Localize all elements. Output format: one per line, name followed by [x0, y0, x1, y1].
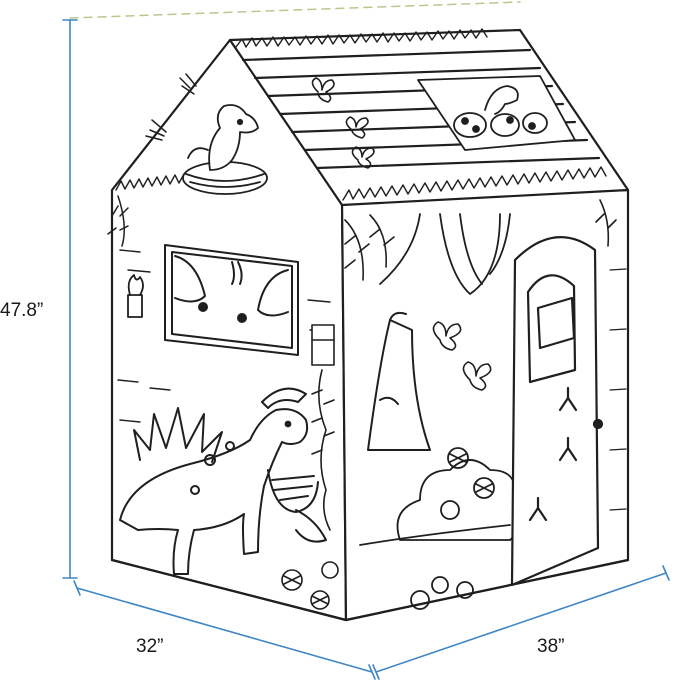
hanging-vine [311, 324, 335, 531]
side-door [510, 236, 604, 587]
width-dimension-line [73, 580, 376, 680]
side-hanging-vines [379, 213, 511, 295]
height-dimension-label: 47.8” [0, 300, 44, 321]
side-wall-planks [609, 268, 627, 511]
stegosaurus-with-hat [119, 387, 327, 575]
wall-torch [127, 274, 144, 318]
nest-with-baby-dinosaur [182, 104, 268, 195]
top-guide-line [69, 1, 521, 19]
depth-dimension-label: 38” [537, 636, 565, 657]
width-dimension-label: 32” [136, 636, 164, 657]
roof-butterflies [311, 77, 375, 169]
front-flowers [281, 561, 339, 610]
front-window [164, 244, 299, 356]
height-dimension-line [62, 19, 78, 579]
side-corner-leaves [344, 199, 617, 281]
roof-window [417, 75, 576, 151]
gable-foliage [107, 73, 197, 247]
depth-dimension-line [372, 565, 670, 680]
side-bushes-flowers [359, 447, 524, 610]
side-volcano-tree [367, 311, 431, 451]
house-base-edge [110, 558, 630, 622]
side-butterflies [432, 321, 492, 391]
